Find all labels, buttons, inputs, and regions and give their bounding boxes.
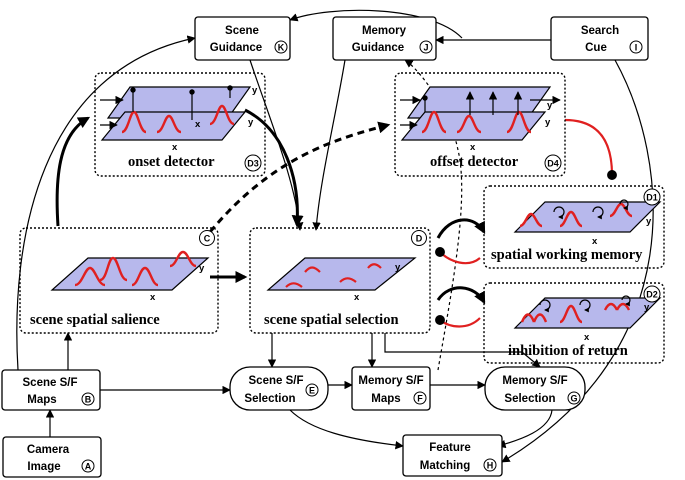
search-cue-node: Search Cue I (550, 16, 649, 61)
svg-text:x: x (172, 142, 178, 153)
scene-spatial-selection-panel: y x scene spatial selection D (249, 227, 431, 334)
svg-text:Scene S/F: Scene S/F (249, 375, 304, 387)
svg-text:x: x (470, 142, 476, 153)
svg-text:H: H (487, 461, 494, 471)
inhibition-of-return-panel: y x inhibition of return D2 (483, 282, 665, 364)
svg-text:Matching: Matching (420, 460, 470, 472)
svg-text:y: y (646, 216, 652, 227)
svg-text:Maps: Maps (371, 393, 400, 405)
svg-text:y: y (252, 85, 258, 96)
scene-guidance-node: Scene Guidance K (194, 16, 291, 61)
scene-spatial-salience-panel: y x scene spatial salience C (19, 227, 219, 334)
svg-text:D1: D1 (646, 193, 658, 203)
scene-sf-maps-node: Scene S/F Maps B (1, 369, 101, 411)
svg-text:Guidance: Guidance (352, 42, 404, 54)
svg-text:spatial working memory: spatial working memory (491, 247, 643, 263)
svg-text:Search: Search (581, 25, 619, 37)
svg-text:inhibition of return: inhibition of return (508, 343, 628, 359)
svg-text:E: E (309, 386, 315, 396)
svg-text:Image: Image (27, 461, 60, 473)
svg-text:C: C (204, 234, 211, 244)
svg-text:x: x (150, 292, 156, 303)
svg-text:onset detector: onset detector (128, 154, 215, 170)
svg-text:D4: D4 (547, 159, 559, 169)
svg-text:Memory: Memory (362, 25, 407, 37)
memory-sf-maps-node: Memory S/F Maps F (351, 366, 431, 411)
svg-text:y: y (248, 117, 254, 128)
svg-text:scene spatial selection: scene spatial selection (264, 312, 399, 328)
svg-text:D2: D2 (646, 290, 658, 300)
offset-detector-panel: y y x offset detector D4 (394, 72, 566, 177)
svg-text:Memory S/F: Memory S/F (358, 375, 423, 387)
svg-text:Scene S/F: Scene S/F (23, 377, 78, 389)
svg-text:A: A (85, 462, 92, 472)
spatial-working-memory-panel: y x spatial working memory D1 (483, 185, 665, 269)
svg-text:y: y (199, 263, 205, 274)
svg-text:Camera: Camera (27, 444, 70, 456)
svg-text:Guidance: Guidance (210, 42, 262, 54)
svg-text:Maps: Maps (27, 394, 56, 406)
svg-text:J: J (423, 43, 428, 53)
svg-text:x: x (584, 332, 590, 343)
svg-text:D3: D3 (247, 159, 259, 169)
svg-text:F: F (417, 394, 423, 404)
svg-text:I: I (635, 43, 638, 53)
svg-text:offset detector: offset detector (430, 154, 519, 170)
svg-text:scene spatial salience: scene spatial salience (30, 312, 160, 328)
svg-text:Cue: Cue (585, 42, 607, 54)
camera-image-node: Camera Image A (2, 436, 102, 478)
svg-text:y: y (547, 100, 553, 111)
svg-text:Scene: Scene (225, 25, 259, 37)
svg-text:y: y (644, 302, 650, 313)
svg-text:Selection: Selection (504, 393, 555, 405)
memory-guidance-node: Memory Guidance J (332, 16, 437, 61)
scene-sf-selection-node: Scene S/F Selection E (229, 366, 329, 411)
svg-text:x: x (354, 292, 360, 303)
svg-text:x: x (195, 119, 201, 130)
svg-text:Memory S/F: Memory S/F (502, 375, 567, 387)
connectors (16, 9, 654, 463)
svg-text:Feature: Feature (429, 442, 471, 454)
feature-matching-node: Feature Matching H (402, 434, 503, 477)
svg-text:D: D (416, 234, 423, 244)
svg-text:y: y (395, 262, 401, 273)
svg-text:x: x (592, 236, 598, 247)
svg-text:B: B (85, 395, 92, 405)
onset-detector-panel: y y x x onset detector D3 (94, 72, 266, 177)
memory-sf-selection-node: Memory S/F Selection G (484, 366, 586, 411)
svg-text:K: K (278, 43, 285, 53)
svg-text:G: G (570, 394, 577, 404)
svg-text:y: y (545, 117, 551, 128)
svg-text:Selection: Selection (244, 393, 295, 405)
